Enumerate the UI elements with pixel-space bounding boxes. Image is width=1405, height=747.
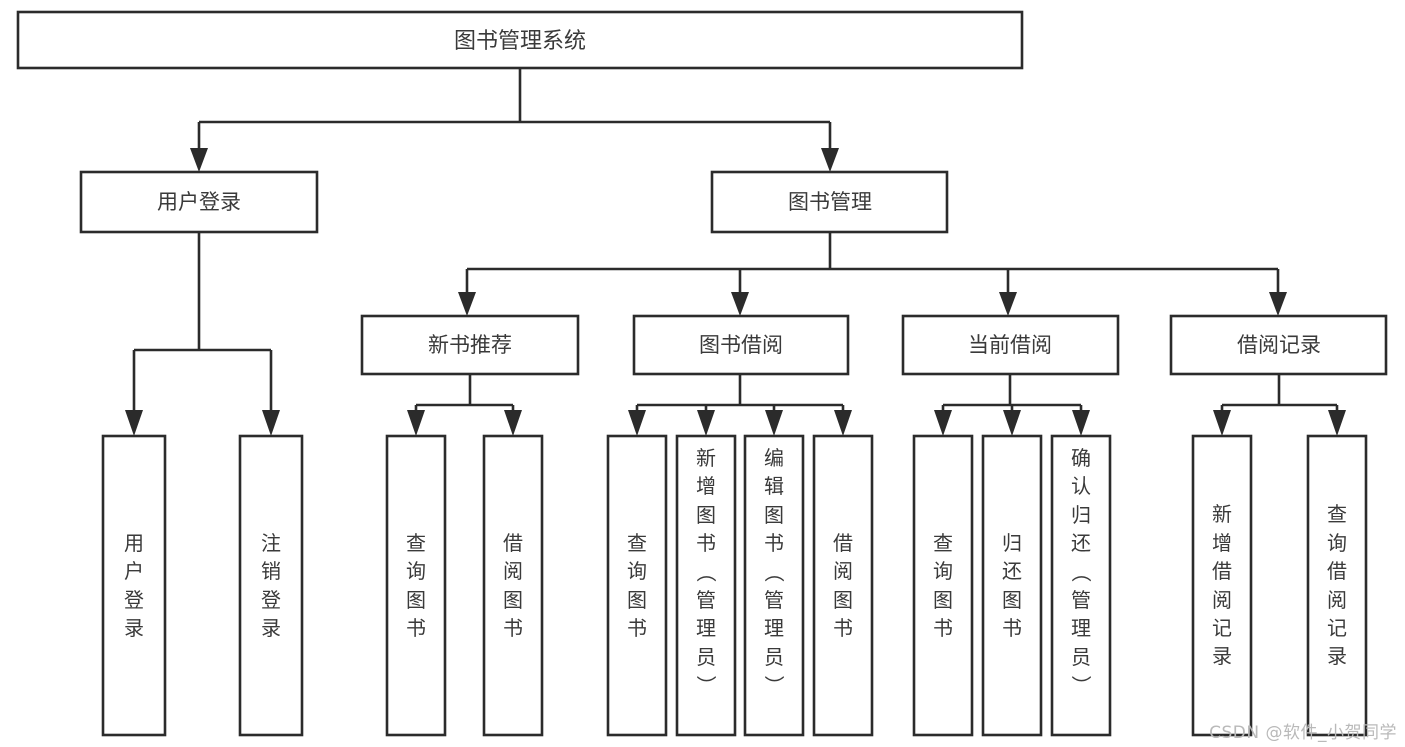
node-book-management[interactable]: 图书管理 [710, 170, 949, 234]
arrow-head-query-book-1 [407, 410, 425, 436]
arrow-head-current-borrowing [999, 292, 1017, 316]
arrow-head-book-borrowing [731, 292, 749, 316]
arrow-head-add-book-admin [697, 410, 715, 436]
connector-layer [125, 68, 1346, 436]
node-user-login-leaf-box[interactable] [101, 434, 167, 737]
node-borrowing-records-box[interactable] [1169, 314, 1388, 376]
node-return-book-box[interactable] [981, 434, 1043, 737]
node-query-book-3-box[interactable] [912, 434, 974, 737]
node-current-borrowing-label: 当前借阅 [968, 333, 1052, 357]
node-query-book-2-box[interactable] [606, 434, 668, 737]
node-book-borrowing-box[interactable] [632, 314, 850, 376]
node-query-borrow-record-box[interactable] [1306, 434, 1368, 737]
arrow-head-user-login [190, 148, 208, 172]
arrow-head-book-management [821, 148, 839, 172]
node-query-book-1-box[interactable] [385, 434, 447, 737]
node-new-book-recommendation-label: 新书推荐 [428, 333, 512, 357]
node-root-system-box[interactable] [16, 10, 1024, 70]
arrow-head-new-book-recommendation [458, 292, 476, 316]
node-borrowing-records-label: 借阅记录 [1237, 333, 1321, 357]
node-root-system-label: 图书管理系统 [454, 29, 586, 54]
node-user-login-box[interactable] [79, 170, 319, 234]
node-add-book-admin-box[interactable] [675, 434, 737, 737]
node-book-borrowing[interactable]: 图书借阅 [632, 314, 850, 376]
arrow-head-edit-book-admin [765, 410, 783, 436]
node-add-borrow-record-box[interactable] [1191, 434, 1253, 737]
node-new-book-recommendation[interactable]: 新书推荐 [360, 314, 580, 376]
node-borrowing-records[interactable]: 借阅记录 [1169, 314, 1388, 376]
arrow-head-confirm-return-admin [1072, 410, 1090, 436]
arrow-head-query-borrow-record [1328, 410, 1346, 436]
node-book-borrowing-label: 图书借阅 [699, 333, 783, 357]
node-borrow-book-1-box[interactable] [482, 434, 544, 737]
arrow-head-borrowing-records [1269, 292, 1287, 316]
node-edit-book-admin-box[interactable] [743, 434, 805, 737]
arrow-head-user-login-leaf [125, 410, 143, 436]
node-user-logout-leaf-box[interactable] [238, 434, 304, 737]
node-user-login[interactable]: 用户登录 [79, 170, 319, 234]
arrow-head-user-logout-leaf [262, 410, 280, 436]
node-current-borrowing-box[interactable] [901, 314, 1120, 376]
arrow-head-query-book-3 [934, 410, 952, 436]
node-layer: 图书管理系统 用户登录 图书管理 新书推荐 图书借阅 [16, 10, 1388, 737]
arrow-head-borrow-book-1 [504, 410, 522, 436]
arrow-head-borrow-book-2 [834, 410, 852, 436]
node-confirm-return-admin-box[interactable] [1050, 434, 1112, 737]
node-root-system[interactable]: 图书管理系统 [16, 10, 1024, 70]
node-new-book-recommendation-box[interactable] [360, 314, 580, 376]
node-borrow-book-2-box[interactable] [812, 434, 874, 737]
node-current-borrowing[interactable]: 当前借阅 [901, 314, 1120, 376]
arrow-head-add-borrow-record [1213, 410, 1231, 436]
node-user-login-label: 用户登录 [157, 190, 241, 214]
node-book-management-box[interactable] [710, 170, 949, 234]
node-book-management-label: 图书管理 [788, 190, 872, 214]
arrow-head-return-book [1003, 410, 1021, 436]
arrow-head-query-book-2 [628, 410, 646, 436]
